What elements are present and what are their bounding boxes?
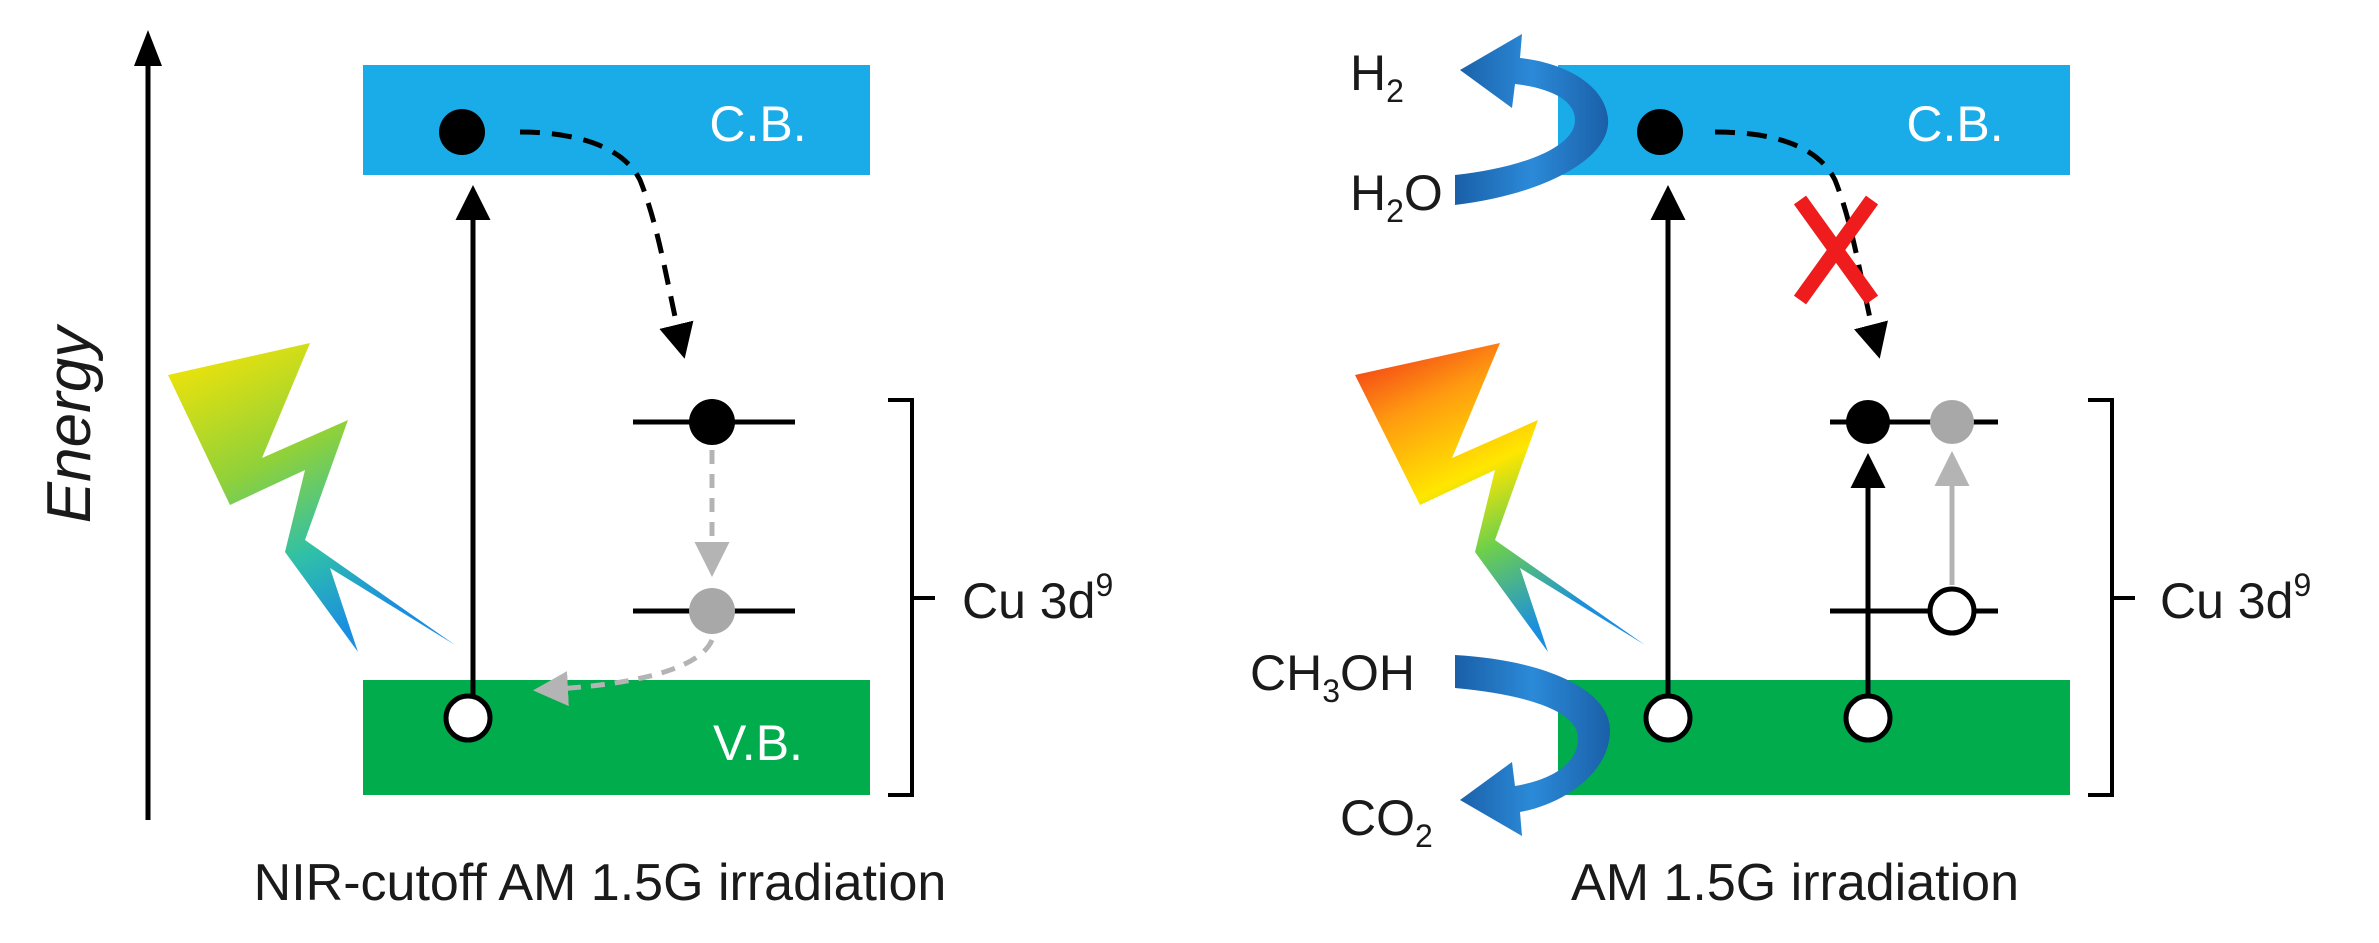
right-h2o-label: H2O: [1350, 165, 1443, 229]
right-cu-upper-electron: [1846, 400, 1890, 444]
right-caption: AM 1.5G irradiation: [1571, 854, 2019, 912]
right-water-reduction-arrow: [1455, 34, 1609, 205]
right-cb-label: C.B.: [1906, 96, 2003, 152]
left-cb-electron: [439, 109, 485, 155]
left-cu-lower-electron: [689, 588, 735, 634]
left-cu-upper-electron: [689, 399, 735, 445]
energy-axis-arrowhead: [134, 30, 162, 66]
left-electron-transfer-arrow: [519, 129, 694, 359]
energy-axis-label: Energy: [35, 323, 104, 523]
left-panel: C.B. V.B. Cu 3d9 NIR-cutoff AM 1.5G irra…: [168, 65, 1113, 912]
left-valence-band: [363, 680, 870, 795]
right-cu-upper-grey-electron: [1930, 400, 1974, 444]
left-lightning-bolt-icon: [168, 343, 455, 652]
left-vb-label: V.B.: [713, 715, 803, 771]
left-vb-hole: [443, 693, 493, 743]
right-h2-label: H2: [1350, 45, 1404, 109]
right-cu-bracket: [2088, 398, 2135, 797]
left-cu-label: Cu 3d9: [962, 567, 1113, 629]
right-ch3oh-label: CH3OH: [1250, 645, 1415, 709]
right-methanol-oxidation-arrow: [1455, 655, 1610, 836]
left-recombination-arrow: [533, 638, 715, 707]
left-cu-bracket: [888, 398, 935, 797]
right-valence-band: [1558, 680, 2070, 795]
blocked-transfer-x-icon: [1793, 195, 1879, 305]
right-panel: C.B. H2 H2O CH3OH CO2: [1250, 34, 2311, 912]
right-vb-hole-2: [1843, 693, 1893, 743]
right-lightning-bolt-icon: [1355, 343, 1645, 652]
right-cb-electron: [1637, 109, 1683, 155]
left-caption: NIR-cutoff AM 1.5G irradiation: [254, 854, 947, 912]
right-cu-lower-hole: [1927, 586, 1977, 636]
right-co2-label: CO2: [1340, 790, 1433, 854]
left-cb-label: C.B.: [709, 96, 806, 152]
right-vb-hole-1: [1643, 693, 1693, 743]
right-cu-label: Cu 3d9: [2160, 567, 2311, 629]
